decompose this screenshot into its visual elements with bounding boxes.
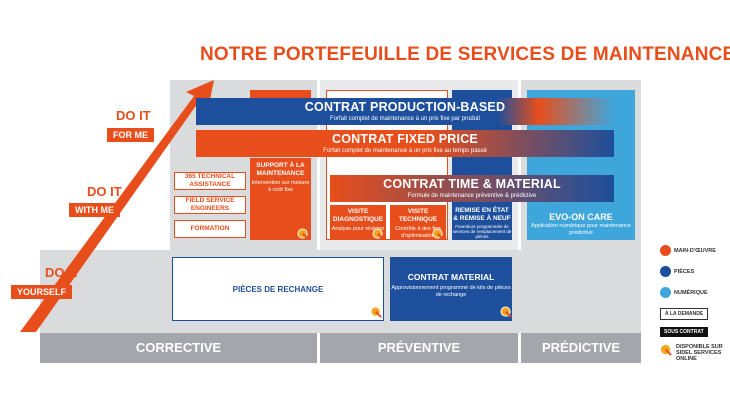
support-maintenance-box: SUPPORT À LA MAINTENANCE Intervention su…	[250, 158, 311, 240]
time-material-band: CONTRAT TIME & MATERIAL Formule de maint…	[330, 175, 614, 202]
time-material-sub: Formule de maintenance préventive & préd…	[407, 193, 537, 199]
evo-on-care-box: EVO-ON CARE Application numérique pour m…	[527, 205, 635, 240]
formation-box: FORMATION	[174, 220, 246, 238]
production-based-sub: Forfait complet de maintenance à un prix…	[329, 116, 481, 122]
time-material-title: CONTRAT TIME & MATERIAL	[383, 177, 561, 191]
online-pin-icon	[372, 228, 384, 240]
visite-technique-title: VISITE TECHNIQUE	[398, 208, 438, 223]
orange-dot-icon	[660, 245, 671, 256]
online-pin-icon	[297, 228, 309, 240]
visite-diagnostique-title: VISITE DIAGNOSTIQUE	[332, 208, 384, 223]
field-service-box: FIELD SERVICE ENGINEERS	[174, 196, 246, 214]
legend-pieces: PIÈCES	[660, 266, 694, 277]
online-pin-icon	[370, 306, 382, 318]
cyan-dot-icon	[660, 287, 671, 298]
contrat-material-sub: Approvisionnement programmé de kits de p…	[391, 285, 511, 298]
level-with-me-sub: WITH ME	[69, 203, 120, 217]
blue-dot-icon	[660, 266, 671, 277]
corrective-label: CORRECTIVE	[40, 333, 317, 363]
corrective-support-column	[250, 90, 311, 100]
support-maintenance-sub: Intervention sur mesure à coût fixe	[251, 180, 310, 193]
evo-on-care-title: EVO-ON CARE	[549, 212, 613, 222]
level-for-me-sub: FOR ME	[107, 128, 154, 142]
pieces-rechange-title: PIÈCES DE RECHANGE	[232, 284, 324, 294]
legend-numerique: NUMÉRIQUE	[660, 287, 708, 298]
fixed-price-band: CONTRAT FIXED PRICE Forfait complet de m…	[196, 130, 614, 157]
visite-technique-sub: Contrôle à des fins d'optimisation	[395, 226, 441, 239]
technical-assistance-box: 365 TECHNICAL ASSISTANCE	[174, 172, 246, 190]
level-with-me-label: DO IT	[87, 184, 122, 199]
preventive-label: PRÉVENTIVE	[320, 333, 518, 363]
production-based-band: CONTRAT PRODUCTION-BASED Forfait complet…	[196, 98, 614, 125]
remise-box: REMISE EN ÉTAT & REMISE À NEUF Fournitur…	[452, 205, 512, 240]
production-based-title: CONTRAT PRODUCTION-BASED	[304, 100, 506, 114]
support-maintenance-title: SUPPORT À LA MAINTENANCE	[256, 162, 305, 177]
online-pin-icon	[432, 228, 444, 240]
contrat-material-box: CONTRAT MATERIAL Approvisionnement progr…	[390, 257, 512, 321]
visite-diagnostique-sub: Analyse pour révision	[331, 226, 385, 232]
page-title: NOTRE PORTEFEUILLE DE SERVICES DE MAINTE…	[200, 44, 730, 65]
evo-on-care-sub: Application numérique pour maintenance p…	[531, 223, 631, 236]
online-pin-icon	[500, 306, 512, 318]
legend-sous-contrat: SOUS CONTRAT	[660, 327, 708, 337]
legend-online: DISPONIBLE SUR SIDEL SERVICES ONLINE	[660, 344, 726, 362]
fixed-price-sub: Forfait complet de maintenance à un prix…	[323, 148, 487, 154]
level-for-me-label: DO IT	[116, 108, 151, 123]
contrat-material-title: CONTRAT MATERIAL	[407, 272, 495, 282]
level-yourself-sub: YOURSELF	[11, 285, 73, 299]
legend-a-la-demande: À LA DEMANDE	[660, 308, 709, 320]
level-yourself-label: DO IT	[45, 265, 80, 280]
legend-main-oeuvre: MAIN-D'ŒUVRE	[660, 245, 716, 256]
online-pin-icon	[660, 344, 672, 356]
pieces-rechange-box: PIÈCES DE RECHANGE	[172, 257, 384, 321]
fixed-price-title: CONTRAT FIXED PRICE	[332, 132, 478, 146]
remise-sub: Fourniture programmée de services de rem…	[452, 224, 512, 239]
predictive-label: PRÉDICTIVE	[521, 333, 641, 363]
remise-title: REMISE EN ÉTAT & REMISE À NEUF	[453, 207, 511, 222]
